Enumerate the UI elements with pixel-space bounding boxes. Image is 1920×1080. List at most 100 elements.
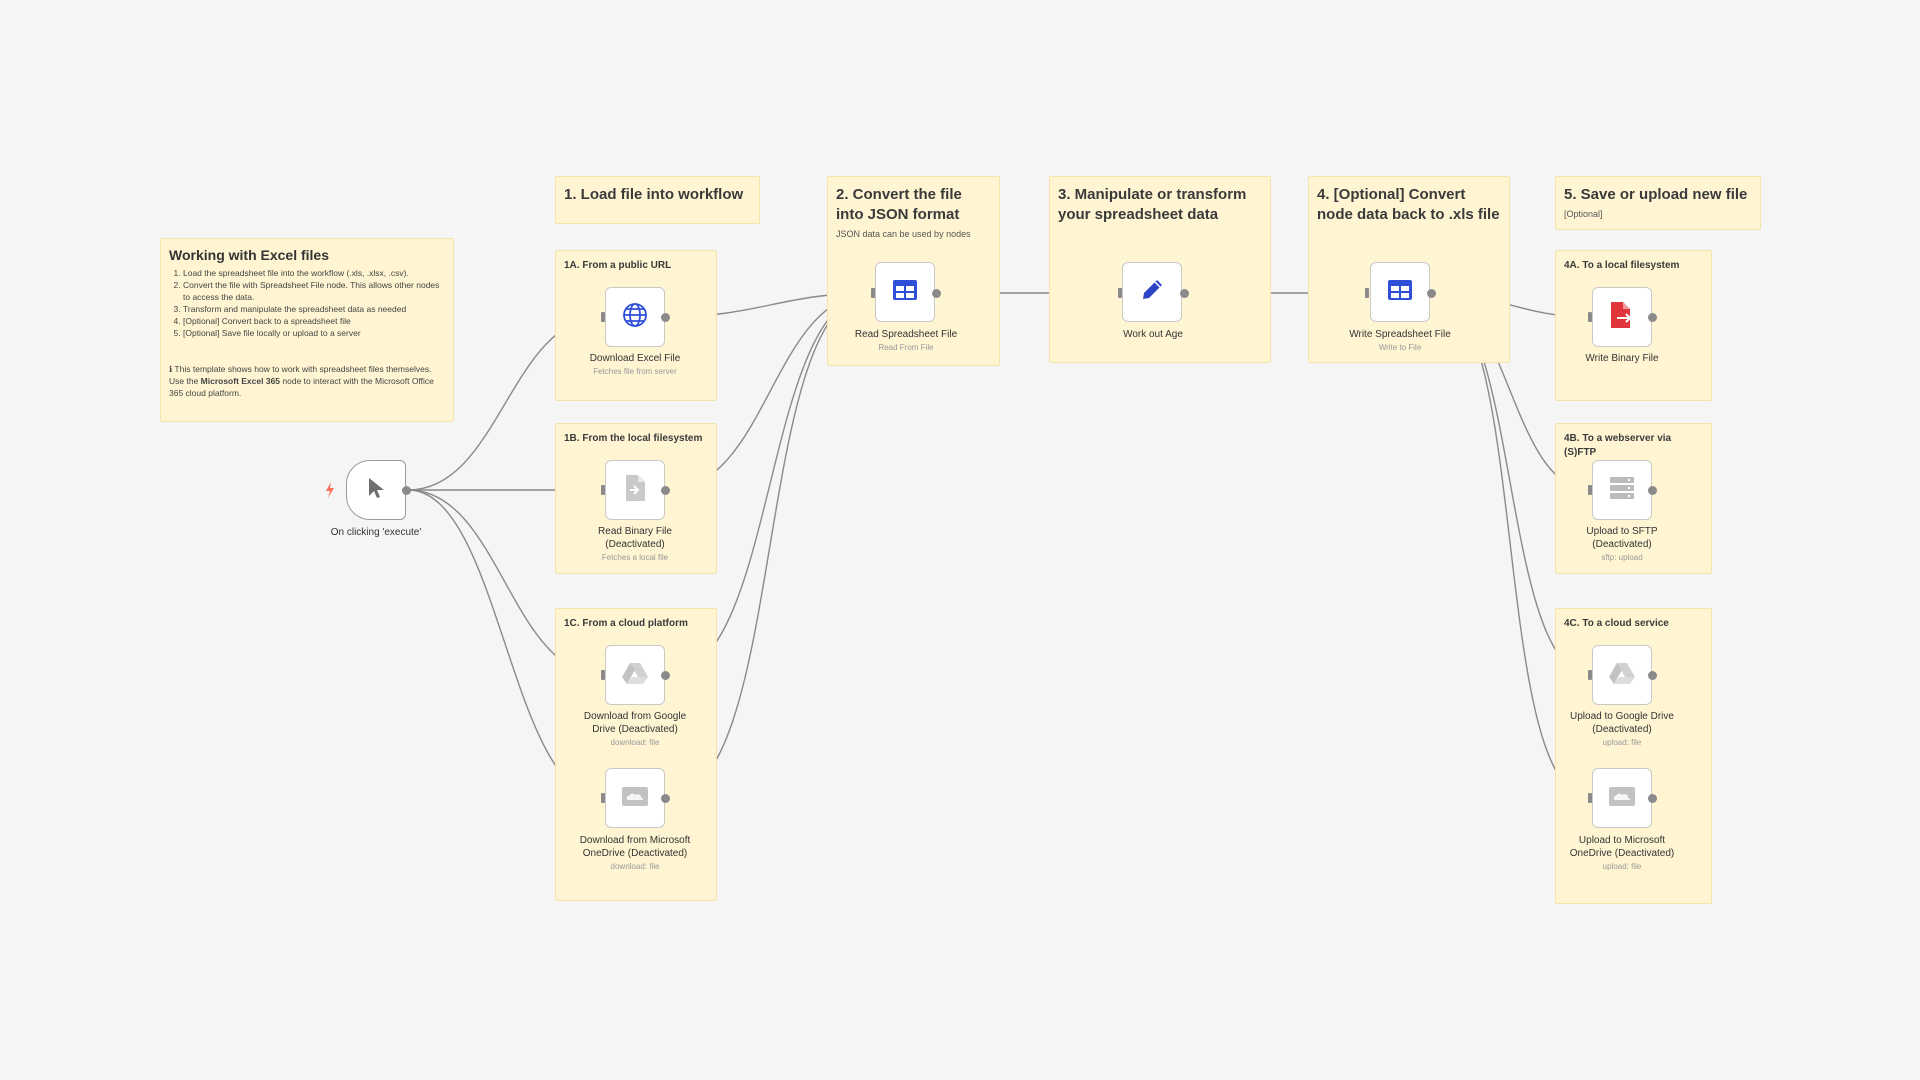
gdrive-upload-label: Upload to Google Drive (Deactivated) upl… <box>1562 710 1682 748</box>
write-spreadsheet-node[interactable] <box>1370 262 1430 322</box>
sftp-output-handle[interactable] <box>1648 486 1657 495</box>
gdrive-download-node[interactable] <box>605 645 665 705</box>
upload-sftp-node[interactable] <box>1592 460 1652 520</box>
gdrive-upload-subtitle: upload: file <box>1602 738 1642 747</box>
onedrive-upload-input-handle[interactable] <box>1588 793 1592 803</box>
intro-step-5: [Optional] Save file locally or upload t… <box>183 327 445 339</box>
section-5-title: 5. Save or upload new file <box>1564 186 1748 203</box>
read-binary-output-handle[interactable] <box>661 486 670 495</box>
write-binary-title: Write Binary File <box>1585 353 1659 364</box>
intro-step-4-text: [Optional] Convert back to a spreadsheet… <box>183 316 351 326</box>
section-4-title: 4. [Optional] Convert node data back to … <box>1317 186 1500 223</box>
gdrive-download-title: Download from Google Drive (Deactivated) <box>583 711 687 735</box>
write-spreadsheet-label: Write Spreadsheet File Write to File <box>1340 328 1460 353</box>
google-drive-icon <box>621 661 649 690</box>
intro-info-text: ℹ This template shows how to work with s… <box>169 363 445 399</box>
download-excel-subtitle: Fetches file from server <box>593 367 677 376</box>
write-spreadsheet-subtitle: Write to File <box>1378 343 1422 352</box>
gdrive-upload-title: Upload to Google Drive (Deactivated) <box>1570 711 1674 735</box>
gdrive-download-subtitle: download: file <box>610 738 660 747</box>
gdrive-download-output-handle[interactable] <box>661 671 670 680</box>
onedrive-upload-label: Upload to Microsoft OneDrive (Deactivate… <box>1562 834 1682 872</box>
write-spreadsheet-input-handle[interactable] <box>1365 288 1369 298</box>
intro-info-suffix: node to interact with the Microsoft Offi… <box>169 376 434 398</box>
onedrive-download-output-handle[interactable] <box>661 794 670 803</box>
upload-sftp-subtitle: sftp: upload <box>1601 553 1643 562</box>
group-1a-title: 1A. From a public URL <box>564 260 672 271</box>
intro-step-3: Transform and manipulate the spreadsheet… <box>183 303 445 315</box>
write-binary-label: Write Binary File <box>1562 352 1682 365</box>
work-out-age-input-handle[interactable] <box>1118 288 1122 298</box>
download-excel-input-handle[interactable] <box>601 312 605 322</box>
globe-icon <box>621 301 649 334</box>
download-excel-node[interactable] <box>605 287 665 347</box>
google-drive-icon <box>1608 661 1636 690</box>
gdrive-download-input-handle[interactable] <box>601 670 605 680</box>
intro-step-2: Convert the file with Spreadsheet File n… <box>183 279 445 303</box>
trigger-output-handle[interactable] <box>402 486 411 495</box>
read-spreadsheet-label: Read Spreadsheet File Read From File <box>846 328 966 353</box>
section-2-title: 2. Convert the file into JSON format <box>836 186 962 223</box>
intro-info-bold: Microsoft Excel 365 <box>200 376 281 386</box>
download-excel-output-handle[interactable] <box>661 313 670 322</box>
file-export-icon <box>1609 301 1635 334</box>
read-binary-title: Read Binary File (Deactivated) <box>598 526 672 550</box>
gdrive-download-label: Download from Google Drive (Deactivated)… <box>575 710 695 748</box>
intro-step-3-text: Transform and manipulate the spreadsheet… <box>183 304 407 314</box>
write-spreadsheet-title: Write Spreadsheet File <box>1349 329 1451 340</box>
section-note-5[interactable]: 5. Save or upload new file [Optional] <box>1555 176 1761 230</box>
section-1-title: 1. Load file into workflow <box>564 186 744 203</box>
read-spreadsheet-output-handle[interactable] <box>932 289 941 298</box>
intro-step-4: [Optional] Convert back to a spreadsheet… <box>183 315 445 327</box>
download-excel-title: Download Excel File <box>589 353 681 364</box>
table-icon <box>892 279 918 306</box>
intro-step-5-text: [Optional] Save file locally or upload t… <box>183 328 361 338</box>
read-binary-input-handle[interactable] <box>601 485 605 495</box>
read-binary-node[interactable] <box>605 460 665 520</box>
read-spreadsheet-input-handle[interactable] <box>871 288 875 298</box>
onedrive-download-subtitle: download: file <box>610 862 660 871</box>
onedrive-download-label: Download from Microsoft OneDrive (Deacti… <box>575 834 695 872</box>
work-out-age-node[interactable] <box>1122 262 1182 322</box>
onedrive-download-node[interactable] <box>605 768 665 828</box>
intro-steps-list: Load the spreadsheet file into the workf… <box>169 267 445 339</box>
write-spreadsheet-output-handle[interactable] <box>1427 289 1436 298</box>
intro-info-prefix: ℹ This template shows how to work with s… <box>169 364 432 386</box>
onedrive-upload-node[interactable] <box>1592 768 1652 828</box>
gdrive-upload-node[interactable] <box>1592 645 1652 705</box>
group-4a-title: 4A. To a local filesystem <box>1564 260 1680 271</box>
read-spreadsheet-node[interactable] <box>875 262 935 322</box>
intro-step-1-text: Load the spreadsheet file into the workf… <box>183 268 409 278</box>
onedrive-download-title: Download from Microsoft OneDrive (Deacti… <box>579 835 691 859</box>
trigger-node-title: On clicking 'execute' <box>330 527 422 538</box>
onedrive-icon <box>620 784 650 813</box>
section-note-1[interactable]: 1. Load file into workflow <box>555 176 760 224</box>
intro-step-1: Load the spreadsheet file into the workf… <box>183 267 445 279</box>
group-4b-title: 4B. To a webserver via (S)FTP <box>1564 433 1672 458</box>
onedrive-upload-title: Upload to Microsoft OneDrive (Deactivate… <box>1569 835 1675 859</box>
read-binary-label: Read Binary File (Deactivated) Fetches a… <box>575 525 695 563</box>
write-binary-output-handle[interactable] <box>1648 313 1657 322</box>
read-binary-subtitle: Fetches a local file <box>601 553 669 562</box>
onedrive-upload-output-handle[interactable] <box>1648 794 1657 803</box>
gdrive-upload-output-handle[interactable] <box>1648 671 1657 680</box>
gdrive-upload-input-handle[interactable] <box>1588 670 1592 680</box>
trigger-node[interactable] <box>346 460 406 520</box>
table-icon <box>1387 279 1413 306</box>
intro-sticky-note[interactable]: Working with Excel files Load the spread… <box>160 238 454 422</box>
trigger-bolt-icon <box>325 482 335 503</box>
onedrive-download-input-handle[interactable] <box>601 793 605 803</box>
write-binary-node[interactable] <box>1592 287 1652 347</box>
onedrive-upload-subtitle: upload: file <box>1602 862 1642 871</box>
write-binary-input-handle[interactable] <box>1588 312 1592 322</box>
work-out-age-output-handle[interactable] <box>1180 289 1189 298</box>
onedrive-icon <box>1607 784 1637 813</box>
read-spreadsheet-title: Read Spreadsheet File <box>854 329 958 340</box>
section-3-title: 3. Manipulate or transform your spreadsh… <box>1058 186 1247 223</box>
sftp-input-handle[interactable] <box>1588 485 1592 495</box>
pencil-icon <box>1139 277 1165 308</box>
upload-sftp-title: Upload to SFTP (Deactivated) <box>1586 526 1658 550</box>
intro-note-title: Working with Excel files <box>169 247 330 263</box>
file-import-icon <box>623 474 647 507</box>
